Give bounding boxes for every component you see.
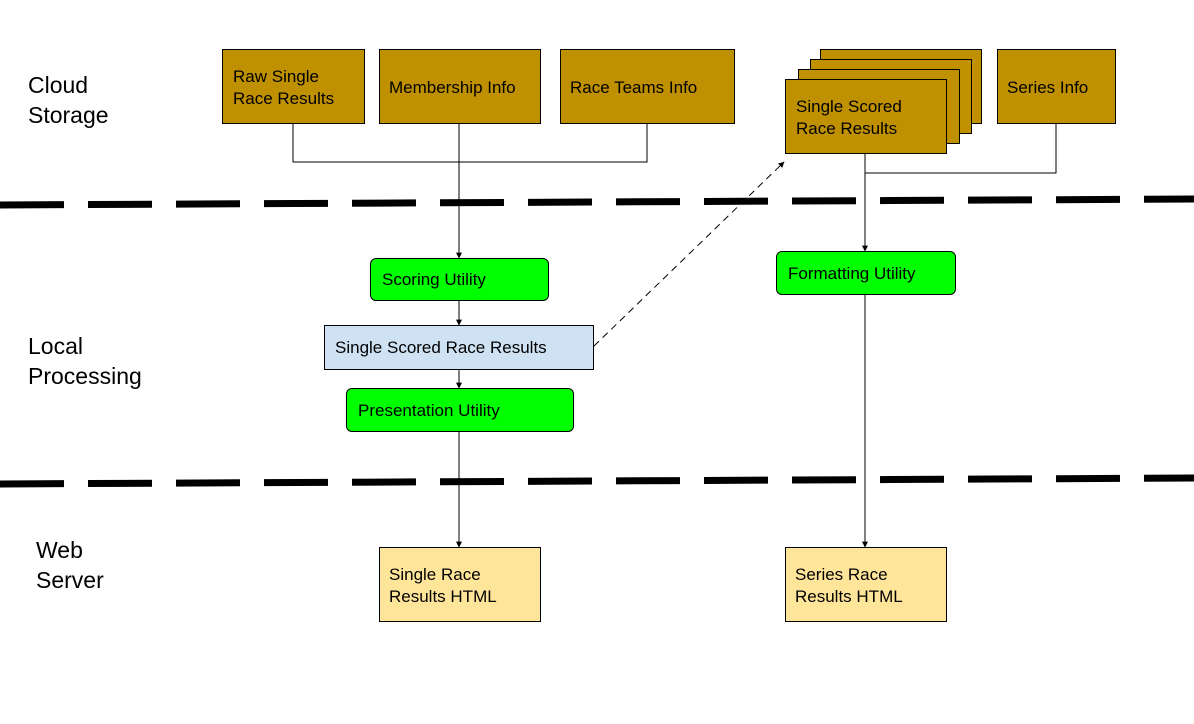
single-scored-race-results-box: Single Scored Race Results xyxy=(324,325,594,370)
zone-label-local-processing: Local Processing xyxy=(28,333,142,389)
divider-local-web xyxy=(0,474,1194,488)
single-scored-race-results-storage-box: Single Scored Race Results xyxy=(785,79,947,154)
formatting-utility-box: Formatting Utility xyxy=(776,251,956,295)
divider-cloud-local xyxy=(0,195,1194,209)
membership-info-box: Membership Info xyxy=(379,49,541,124)
presentation-utility-box: Presentation Utility xyxy=(346,388,574,432)
scoring-utility-box: Scoring Utility xyxy=(370,258,549,301)
merge-connector-left xyxy=(292,123,648,163)
series-info-box: Series Info xyxy=(997,49,1116,124)
arrow-upload-scored-results xyxy=(593,161,785,347)
single-race-results-html-box: Single Race Results HTML xyxy=(379,547,541,622)
merge-connector-right xyxy=(864,123,1057,174)
raw-single-race-results-box: Raw Single Race Results xyxy=(222,49,365,124)
zone-label-cloud-storage: Cloud Storage xyxy=(28,72,109,128)
zone-label-web-server: Web Server xyxy=(36,537,104,593)
series-race-results-html-box: Series Race Results HTML xyxy=(785,547,947,622)
race-teams-info-box: Race Teams Info xyxy=(560,49,735,124)
